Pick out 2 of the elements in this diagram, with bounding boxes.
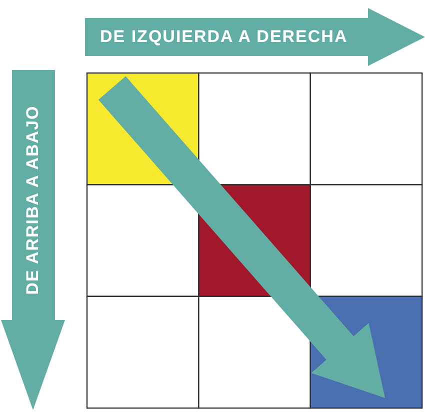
arrow-label: DE ARRIBA A ABAJO [23,105,43,295]
arrow-label: DE IZQUIERDA A DERECHA [100,27,348,47]
